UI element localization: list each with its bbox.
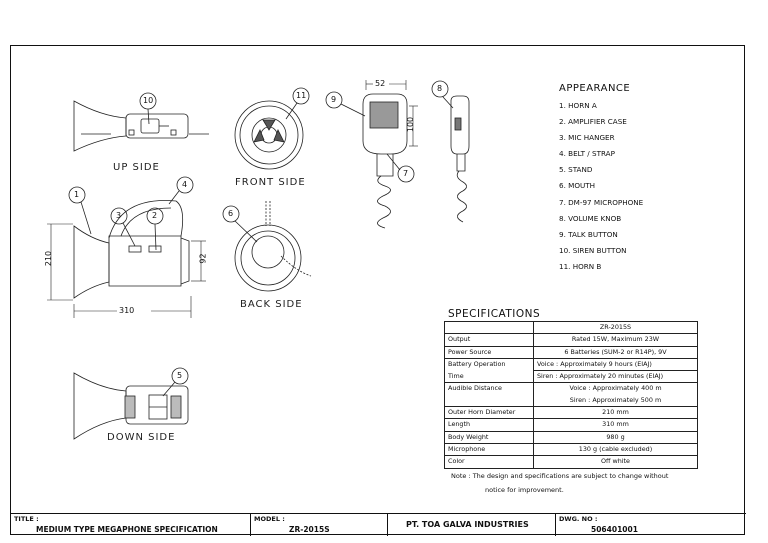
side-view (73, 200, 190, 299)
callout-5: 5 (177, 371, 183, 380)
table-cell: ZR-2015S (533, 320, 698, 335)
technical-drawing (47, 80, 470, 440)
back-side-view (234, 201, 312, 292)
view-title-down-side: DOWN SIDE (107, 432, 176, 443)
table-cell: Output (444, 333, 534, 347)
callout-7: 7 (403, 169, 409, 178)
model-value: ZR-2015S (289, 525, 330, 534)
appearance-list: APPEARANCE 1. HORN A 2. AMPLIFIER CASE 3… (559, 83, 643, 275)
dimension-lines (47, 80, 418, 318)
appearance-heading: APPEARANCE (559, 83, 631, 94)
dimension-mic-height: 100 (406, 116, 416, 133)
dimension-height: 210 (44, 250, 54, 267)
table-cell: Voice : Approximately 400 m (533, 382, 698, 395)
table-cell: Audible Distance (444, 382, 534, 395)
table-cell (444, 320, 534, 335)
title-caption: TITLE : (14, 515, 39, 523)
table-row: Length 310 mm (444, 418, 698, 432)
callout-1: 1 (74, 190, 80, 199)
table-cell: Time (444, 370, 534, 384)
table-row: Outer Horn Diameter 210 mm (444, 406, 698, 420)
table-row: Time Siren : Approximately 20 minutes (E… (444, 370, 698, 384)
table-cell: 210 mm (533, 406, 698, 420)
table-cell: 130 g (cable excluded) (533, 442, 698, 457)
callout-8: 8 (437, 84, 443, 93)
title-cell: TITLE : MEDIUM TYPE MEGAPHONE SPECIFICAT… (11, 513, 251, 536)
model-cell: MODEL : ZR-2015S (251, 513, 388, 536)
dimension-length: 310 (119, 306, 135, 315)
microphone-view (362, 93, 408, 229)
drawing-sheet: UP SIDE FRONT SIDE BACK SIDE DOWN SIDE 2… (10, 45, 746, 536)
model-caption: MODEL : (254, 515, 285, 523)
company-cell: PT. TOA GALVA INDUSTRIES (388, 513, 556, 536)
title-block: TITLE : MEDIUM TYPE MEGAPHONE SPECIFICAT… (11, 513, 746, 536)
down-side-view (73, 372, 189, 440)
callout-11: 11 (296, 91, 307, 100)
front-side-view (234, 100, 304, 170)
callout-3: 3 (116, 211, 122, 220)
appearance-item: 8. VOLUME KNOB (559, 213, 622, 223)
specifications-heading: SPECIFICATIONS (448, 308, 541, 320)
callout-2: 2 (152, 211, 158, 220)
table-cell: Siren : Approximately 500 m (533, 394, 698, 408)
appearance-item: 10. SIREN BUTTON (559, 245, 627, 255)
appearance-item: 2. AMPLIFIER CASE (559, 117, 627, 127)
spec-note-line-2: notice for improvement. (485, 486, 564, 494)
appearance-item: 5. STAND (559, 165, 593, 175)
view-title-front-side: FRONT SIDE (235, 177, 306, 188)
callout-4: 4 (182, 180, 188, 189)
view-title-up-side: UP SIDE (113, 162, 160, 173)
table-cell (444, 394, 534, 408)
table-cell: Siren : Approximately 20 minutes (EIAJ) (533, 370, 698, 384)
appearance-item: 6. MOUTH (559, 181, 596, 191)
appearance-item: 9. TALK BUTTON (559, 229, 618, 239)
table-cell: Voice : Approximately 9 hours (EIAJ) (533, 357, 698, 372)
table-row: Siren : Approximately 500 m (444, 394, 698, 408)
view-title-back-side: BACK SIDE (240, 299, 303, 310)
table-cell: Length (444, 418, 534, 432)
company-name: PT. TOA GALVA INDUSTRIES (406, 520, 529, 529)
appearance-item: 1. HORN A (559, 101, 597, 110)
table-row: Battery Operation Voice : Approximately … (444, 357, 698, 372)
table-cell: 310 mm (533, 418, 698, 432)
up-side-view (73, 100, 209, 152)
specifications-table: ZR-2015S Output Rated 15W, Maximum 23W P… (444, 320, 698, 469)
dwg-caption: DWG. NO : (559, 515, 598, 523)
table-row: Output Rated 15W, Maximum 23W (444, 333, 698, 347)
dimension-rear-diameter: 92 (198, 253, 208, 264)
table-cell: Body Weight (444, 430, 534, 444)
callout-6: 6 (228, 209, 234, 218)
spec-note-line-1: Note : The design and specifications are… (451, 472, 669, 480)
appearance-item: 3. MIC HANGER (559, 133, 615, 143)
table-cell: Microphone (444, 442, 534, 457)
table-row: ZR-2015S (444, 320, 698, 335)
dimension-mic-width: 52 (375, 79, 386, 88)
table-row: Body Weight 980 g (444, 430, 698, 444)
table-cell: Battery Operation (444, 357, 534, 371)
microphone-side-view (450, 95, 470, 223)
appearance-item: 7. DM-97 MICROPHONE (559, 197, 644, 207)
callout-9: 9 (331, 95, 337, 104)
table-cell: 6 Batteries (SUM-2 or R14P), 9V (533, 345, 698, 359)
table-cell: Color (444, 455, 534, 469)
appearance-item: 4. BELT / STRAP (559, 149, 615, 159)
table-cell: Power Source (444, 345, 534, 359)
dwg-cell: DWG. NO : 506401001 (556, 513, 746, 536)
table-cell: Off white (533, 455, 698, 469)
table-row: Power Source 6 Batteries (SUM-2 or R14P)… (444, 345, 698, 359)
table-cell: 980 g (533, 430, 698, 444)
appearance-item: 11. HORN B (559, 261, 602, 271)
table-row: Color Off white (444, 455, 698, 469)
title-value: MEDIUM TYPE MEGAPHONE SPECIFICATION (36, 525, 218, 534)
table-cell: Outer Horn Diameter (444, 406, 534, 420)
callout-10: 10 (143, 96, 154, 105)
dwg-value: 506401001 (591, 525, 638, 534)
table-row: Microphone 130 g (cable excluded) (444, 442, 698, 457)
table-cell: Rated 15W, Maximum 23W (533, 333, 698, 347)
table-row: Audible Distance Voice : Approximately 4… (444, 382, 698, 395)
